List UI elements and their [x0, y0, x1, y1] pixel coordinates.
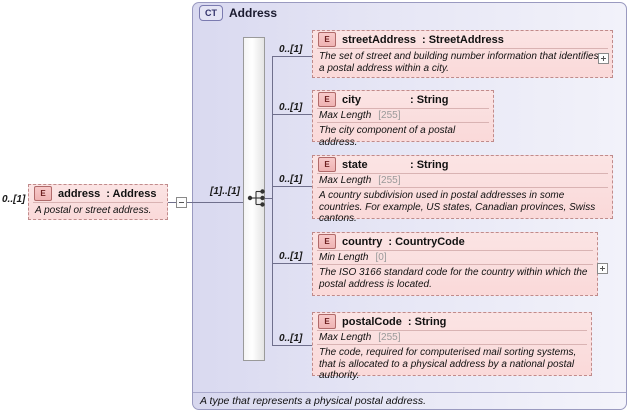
element-name-postalCode: postalCode: [342, 315, 402, 328]
divider: [317, 344, 587, 345]
element-badge-icon: E: [318, 32, 336, 47]
facet-value-city: [255]: [378, 110, 401, 121]
element-badge-icon: E: [318, 92, 336, 107]
element-box-state[interactable]: E state : String Max Length [255] A coun…: [312, 155, 613, 224]
element-type-country: : CountryCode: [388, 235, 465, 248]
complex-type-badge-icon: CT: [199, 5, 223, 21]
cardinality-streetAddress: 0..[1]: [279, 44, 303, 55]
element-box-streetAddress[interactable]: E streetAddress : StreetAddress The set …: [312, 30, 613, 78]
complex-type-footer-text: A type that represents a physical postal…: [200, 395, 427, 407]
facet-value-state: [255]: [378, 175, 401, 186]
element-name-row-state: E state : String: [313, 156, 612, 173]
element-annotation-address: A postal or street address.: [35, 205, 152, 216]
element-type-address: : Address: [106, 187, 157, 200]
divider: [317, 173, 608, 174]
facet-row-country: Min Length [0]: [313, 251, 597, 264]
element-badge-icon: E: [318, 314, 336, 329]
element-name-row-postalCode: E postalCode : String: [313, 313, 591, 330]
connector-line: [272, 263, 312, 264]
connector-line: [265, 198, 273, 199]
element-type-streetAddress: : StreetAddress: [421, 33, 504, 46]
element-box-city[interactable]: E city : String Max Length [255] The cit…: [312, 90, 494, 148]
connector-line: [272, 56, 312, 57]
element-annotation-postalCode: The code, required for computerised mail…: [319, 347, 577, 381]
element-name-row-streetAddress: E streetAddress : StreetAddress: [313, 31, 612, 48]
cardinality-address: 0..[1]: [2, 194, 26, 205]
facet-name-city: Max Length: [319, 110, 372, 121]
element-annotation-country: The ISO 3166 standard code for the count…: [319, 267, 588, 290]
element-annotation-streetAddress: The set of street and building number in…: [319, 51, 599, 74]
element-box-country[interactable]: E country : CountryCode Min Length [0] T…: [312, 232, 598, 296]
sequence-compositor-icon[interactable]: [247, 188, 271, 208]
element-type-postalCode: : String: [407, 315, 447, 328]
facet-name-postalCode: Max Length: [319, 332, 372, 343]
element-annotation-state: A country subdivision used in postal add…: [319, 190, 596, 224]
cardinality-state: 0..[1]: [279, 174, 303, 185]
element-badge-icon: E: [34, 186, 52, 201]
divider: [317, 330, 587, 331]
divider: [317, 122, 489, 123]
element-name-row-address: E address : Address: [29, 185, 167, 202]
cardinality-sequence: [1]..[1]: [210, 186, 240, 197]
divider: [317, 187, 608, 188]
sequence-container: [243, 37, 265, 361]
divider: [33, 202, 163, 203]
facet-row-state: Max Length [255]: [313, 174, 612, 187]
collapse-toggle-address[interactable]: [176, 197, 187, 208]
element-name-city: city: [342, 93, 361, 106]
connector-trunk: [272, 56, 273, 346]
facet-name-country: Min Length: [319, 252, 369, 263]
element-name-row-country: E country : CountryCode: [313, 233, 597, 250]
cardinality-city: 0..[1]: [279, 102, 303, 113]
expand-toggle-streetAddress[interactable]: [598, 53, 609, 64]
element-badge-icon: E: [318, 157, 336, 172]
divider: [317, 48, 608, 49]
facet-value-postalCode: [255]: [378, 332, 401, 343]
element-badge-icon: E: [318, 234, 336, 249]
connector-line: [193, 202, 243, 203]
element-box-address[interactable]: E address : Address A postal or street a…: [28, 184, 168, 220]
element-box-postalCode[interactable]: E postalCode : String Max Length [255] T…: [312, 312, 592, 381]
divider: [317, 250, 593, 251]
element-name-row-city: E city : String: [313, 91, 493, 108]
divider: [317, 108, 489, 109]
complex-type-title: Address: [229, 6, 278, 20]
element-type-city: : String: [410, 93, 449, 106]
complex-type-footer-annotation: A type that represents a physical postal…: [193, 392, 626, 409]
element-name-streetAddress: streetAddress: [342, 33, 416, 46]
cardinality-postalCode: 0..[1]: [279, 333, 303, 344]
divider: [317, 264, 593, 265]
element-name-state: state: [342, 158, 368, 171]
element-type-state: : String: [410, 158, 449, 171]
expand-toggle-country[interactable]: [597, 263, 608, 274]
connector-line: [187, 202, 193, 203]
connector-line: [272, 345, 312, 346]
facet-name-state: Max Length: [319, 175, 372, 186]
facet-value-country: [0]: [375, 252, 387, 263]
connector-line: [272, 114, 312, 115]
connector-line: [168, 202, 176, 203]
connector-line: [272, 186, 312, 187]
element-annotation-city: The city component of a postal address.: [319, 125, 456, 148]
complex-type-header: CT Address: [199, 5, 277, 21]
facet-row-city: Max Length [255]: [313, 109, 493, 122]
element-name-country: country: [342, 235, 383, 248]
element-name-address: address: [58, 187, 101, 200]
cardinality-country: 0..[1]: [279, 251, 303, 262]
facet-row-postalCode: Max Length [255]: [313, 331, 591, 344]
